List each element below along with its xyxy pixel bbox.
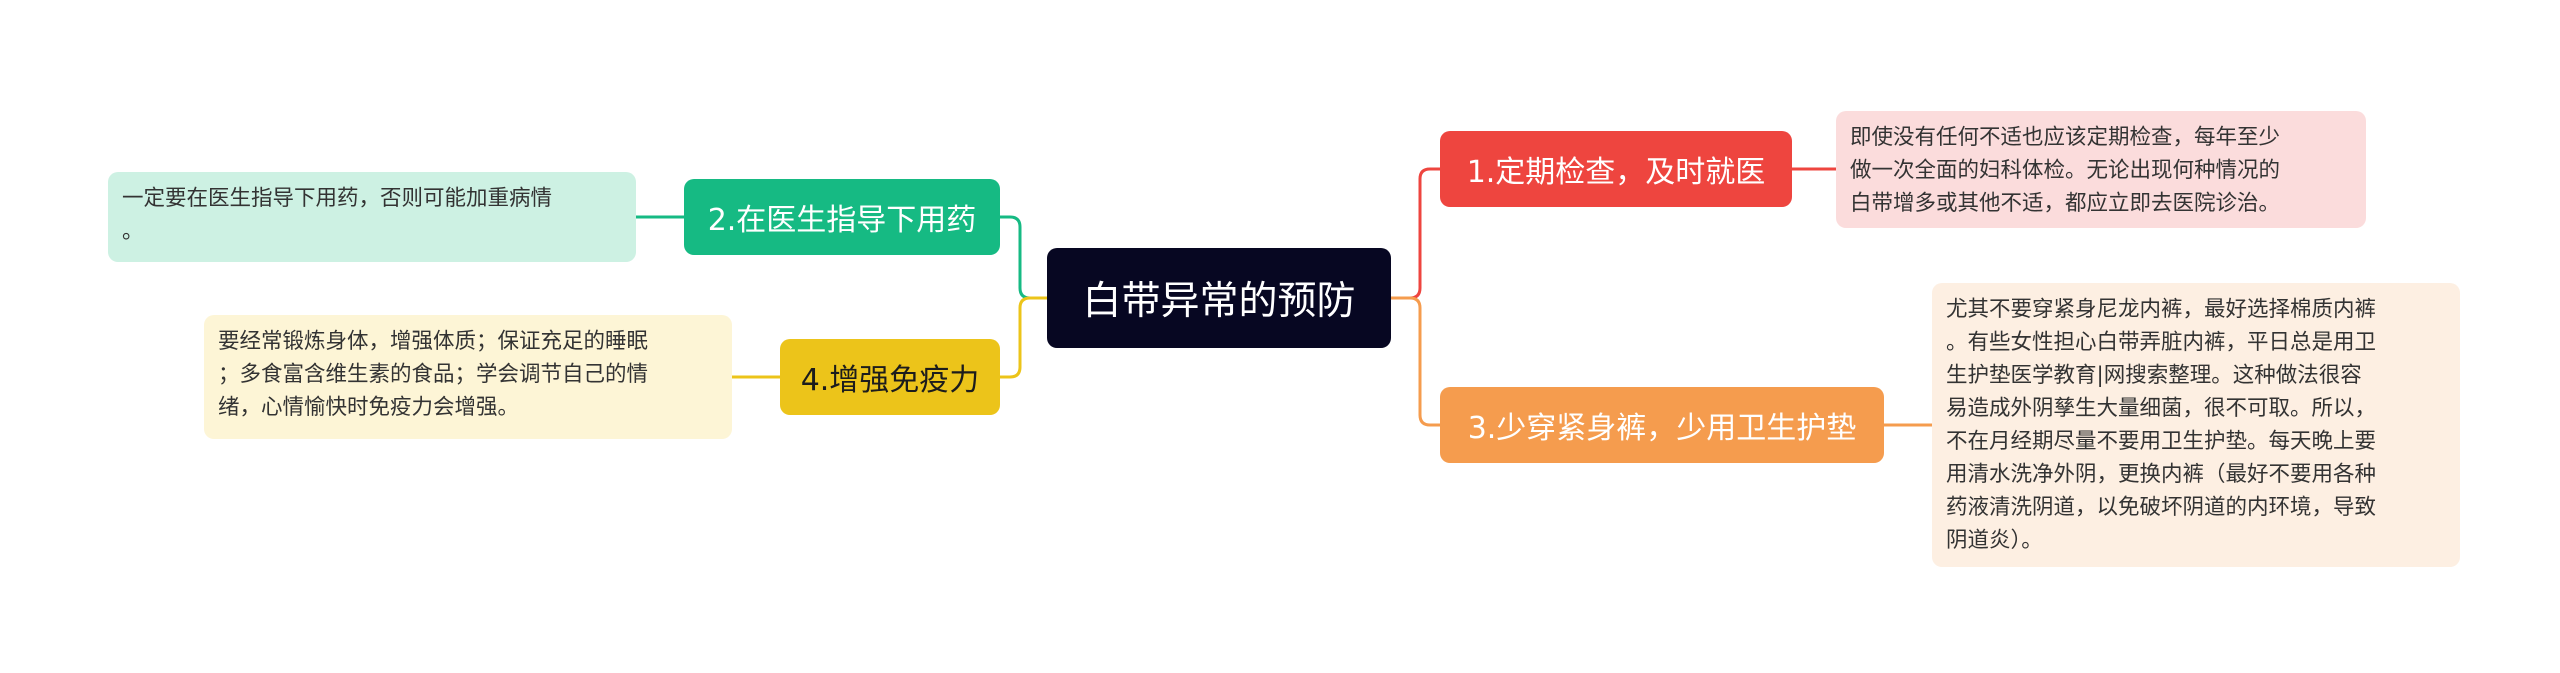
- note-line: 用清水洗净外阴，更换内裤（最好不要用各种: [1946, 462, 2377, 487]
- connector-root-branch-3: [1391, 296, 1440, 427]
- branch-medication-guidance[interactable]: 2.在医生指导下用药: [684, 179, 1000, 255]
- note-avoid-tight-pants[interactable]: 尤其不要穿紧身尼龙内裤，最好选择棉质内裤 。有些女性担心白带弄脏内裤，平日总是用…: [1932, 283, 2460, 567]
- root-topic[interactable]: 白带异常的预防: [1047, 248, 1391, 348]
- note-medication-guidance[interactable]: 一定要在医生指导下用药，否则可能加重病情 。: [108, 172, 636, 262]
- note-boost-immunity[interactable]: 要经常锻炼身体，增强体质；保证充足的睡眠 ；多食富含维生素的食品；学会调节自己的…: [204, 315, 732, 439]
- note-line: 绪，心情愉快时免疫力会增强。: [218, 395, 520, 420]
- branch-avoid-tight-pants[interactable]: 3.少穿紧身裤，少用卫生护垫: [1440, 387, 1884, 463]
- note-line: 要经常锻炼身体，增强体质；保证充足的睡眠: [218, 329, 649, 354]
- note-line: 。有些女性担心白带弄脏内裤，平日总是用卫: [1946, 330, 2377, 355]
- note-regular-checkup[interactable]: 即使没有任何不适也应该定期检查，每年至少 做一次全面的妇科体检。无论出现何种情况…: [1836, 111, 2366, 228]
- connector-root-branch-1: [1391, 167, 1440, 300]
- note-line: 不在月经期尽量不要用卫生护垫。每天晚上要: [1946, 429, 2377, 454]
- connector-root-branch-2: [1000, 215, 1047, 300]
- note-line: 阴道炎）。: [1946, 528, 2043, 553]
- branch-boost-immunity[interactable]: 4.增强免疫力: [780, 339, 1000, 415]
- note-line: 尤其不要穿紧身尼龙内裤，最好选择棉质内裤: [1946, 297, 2377, 322]
- note-line: 药液清洗阴道，以免破坏阴道的内环境，导致: [1946, 495, 2377, 520]
- note-line: 做一次全面的妇科体检。无论出现何种情况的: [1850, 158, 2281, 183]
- note-line: 。: [122, 219, 144, 244]
- note-line: 一定要在医生指导下用药，否则可能加重病情: [122, 186, 553, 211]
- branch-regular-checkup[interactable]: 1.定期检查，及时就医: [1440, 131, 1792, 207]
- note-line: 白带增多或其他不适，都应立即去医院诊治。: [1850, 191, 2281, 216]
- connector-root-branch-4: [1000, 296, 1047, 379]
- note-line: ；多食富含维生素的食品；学会调节自己的情: [218, 362, 649, 387]
- note-line: 易造成外阴孳生大量细菌，很不可取。所以，: [1946, 396, 2377, 421]
- note-line: 即使没有任何不适也应该定期检查，每年至少: [1850, 125, 2281, 150]
- note-line: 生护垫医学教育|网搜索整理。这种做法很容: [1946, 363, 2362, 388]
